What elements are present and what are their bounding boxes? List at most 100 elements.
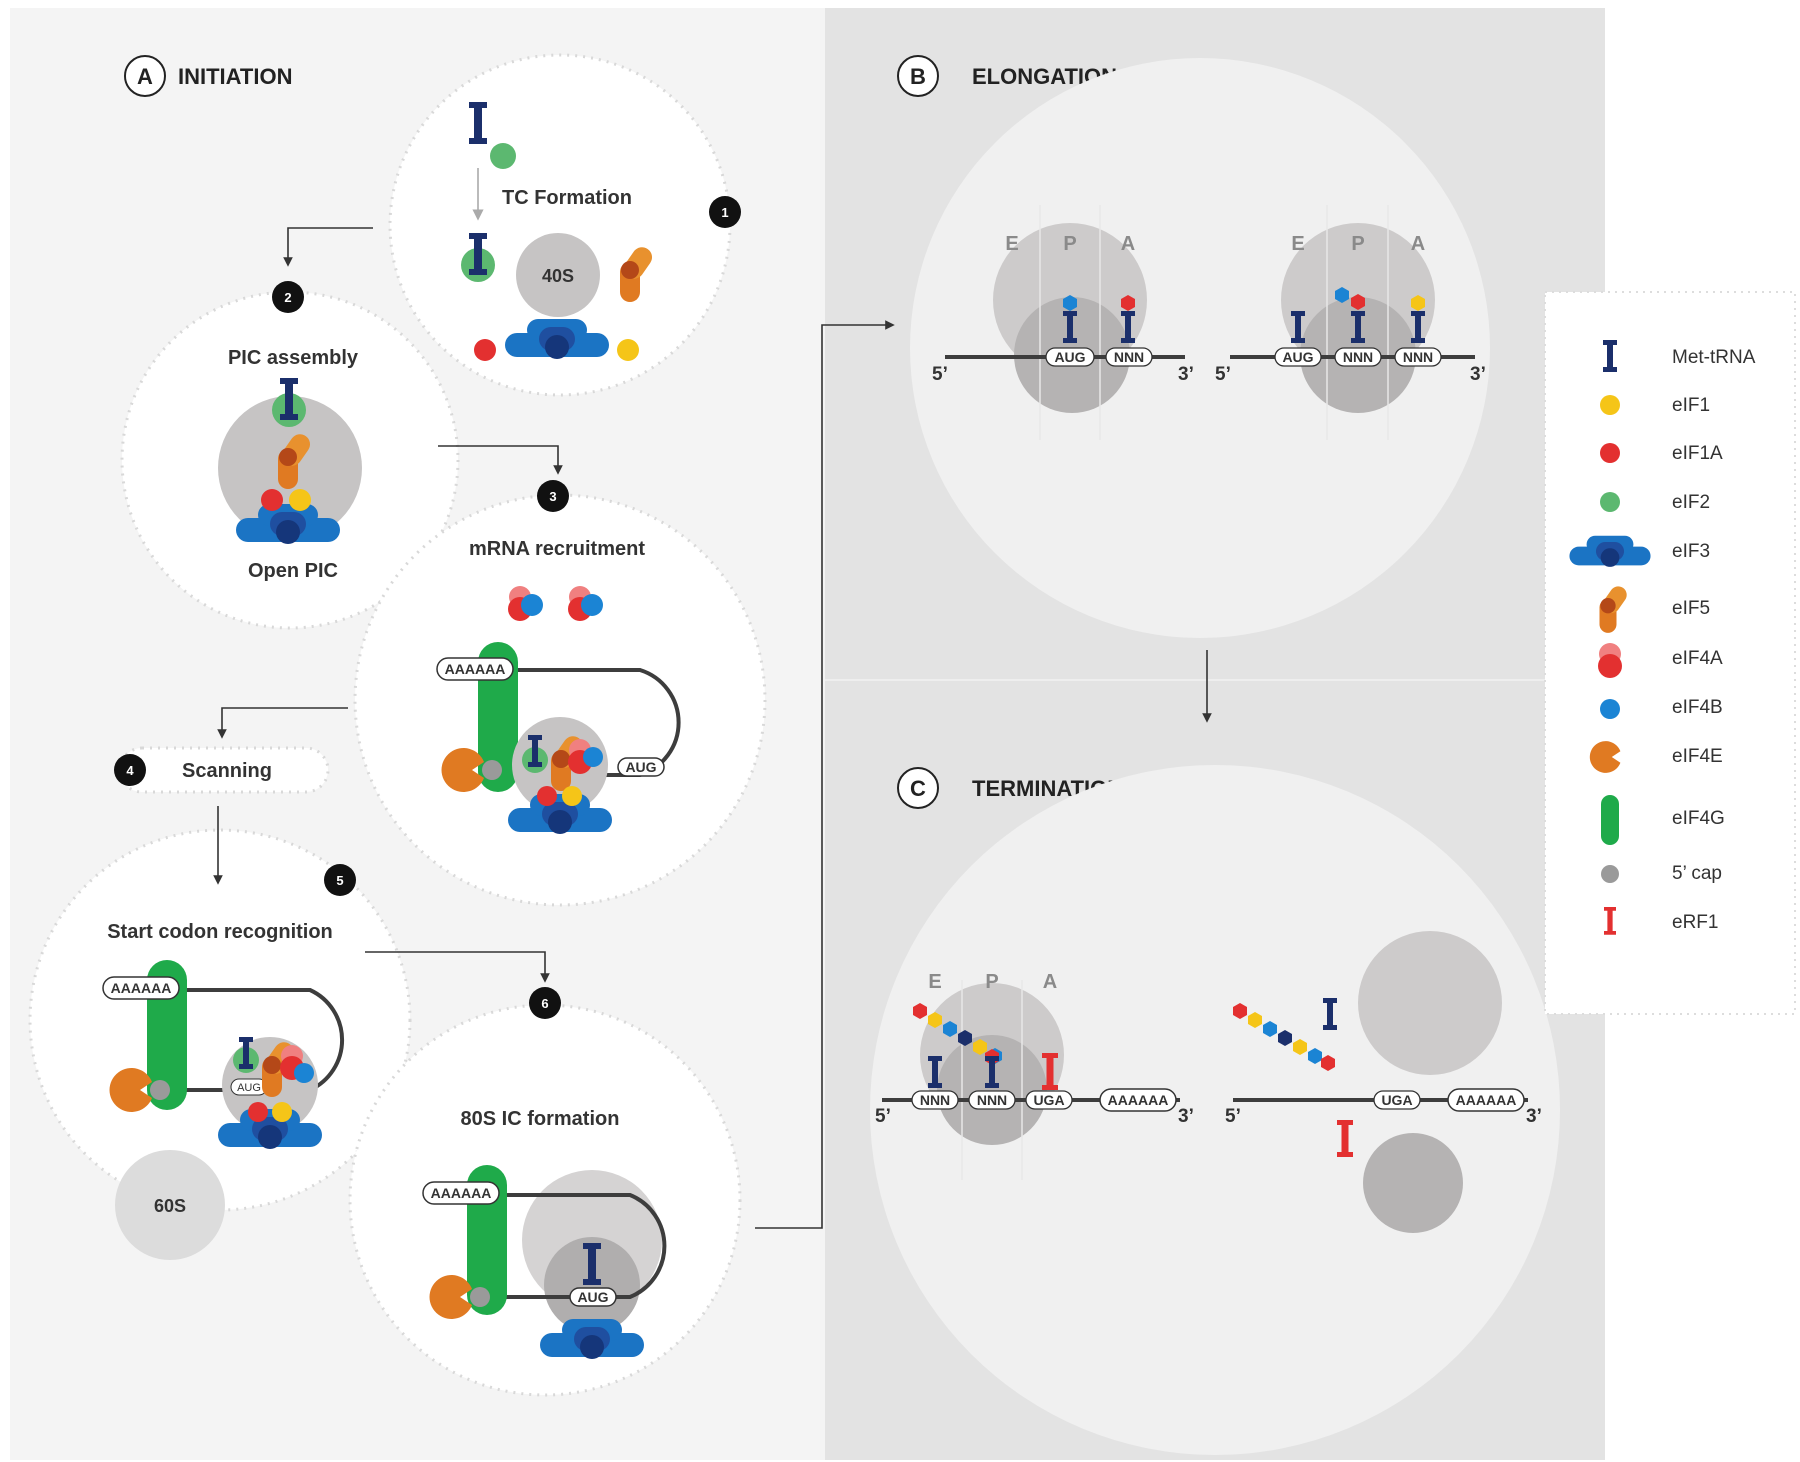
termination-ribosome-1: E P A NNN NNN UGA AAAAAA 5’ 3’ bbox=[875, 971, 1194, 1180]
svg-text:E: E bbox=[1005, 233, 1018, 255]
eif1-icon bbox=[617, 339, 639, 361]
svg-text:5’: 5’ bbox=[875, 1106, 891, 1127]
eif2-icon bbox=[490, 143, 516, 169]
svg-text:eIF4A: eIF4A bbox=[1672, 648, 1723, 669]
polypeptide-chain bbox=[913, 1003, 1002, 1065]
svg-text:UGA: UGA bbox=[1033, 1092, 1064, 1108]
legend-item-eif3: eIF3 bbox=[1569, 535, 1710, 567]
svg-text:eIF1: eIF1 bbox=[1672, 395, 1710, 416]
eif1a-icon bbox=[1600, 443, 1620, 463]
svg-text:NNN: NNN bbox=[977, 1092, 1007, 1108]
flow-arrows bbox=[213, 227, 1212, 1229]
svg-text:AUG: AUG bbox=[625, 759, 656, 775]
svg-text:E: E bbox=[928, 971, 941, 993]
step5-start-codon-recognition: AAAAAA AUG 60S bbox=[102, 960, 345, 1260]
aug-codon bbox=[617, 757, 665, 777]
svg-text:AUG: AUG bbox=[577, 1289, 608, 1305]
step1-label: TC Formation bbox=[502, 187, 632, 209]
svg-text:eIF4G: eIF4G bbox=[1672, 808, 1725, 829]
svg-text:eIF4E: eIF4E bbox=[1672, 746, 1723, 767]
svg-text:eRF1: eRF1 bbox=[1672, 912, 1718, 933]
svg-text:AAAAAA: AAAAAA bbox=[1108, 1092, 1169, 1108]
polya-tail bbox=[422, 1181, 500, 1205]
svg-text:A: A bbox=[137, 64, 153, 89]
svg-text:AUG: AUG bbox=[1282, 349, 1313, 365]
termination-circle bbox=[870, 765, 1560, 1455]
step2-sublabel: Open PIC bbox=[248, 560, 338, 582]
polya-tail bbox=[102, 976, 180, 1000]
svg-text:5’: 5’ bbox=[932, 364, 948, 385]
step5-label: Start codon recognition bbox=[107, 921, 333, 943]
eif4b-icon bbox=[1600, 699, 1620, 719]
legend-item-eif4a: eIF4A bbox=[1598, 643, 1723, 678]
svg-text:eIF1A: eIF1A bbox=[1672, 443, 1723, 464]
svg-text:eIF4B: eIF4B bbox=[1672, 697, 1723, 718]
legend-item-eif4g: eIF4G bbox=[1601, 795, 1725, 845]
step3-circle bbox=[353, 493, 767, 907]
60s-label: 60S bbox=[154, 1196, 186, 1216]
legend-item-cap: 5’ cap bbox=[1601, 863, 1722, 884]
svg-text:Met-tRNA: Met-tRNA bbox=[1672, 347, 1756, 368]
eif4b-icon bbox=[294, 1063, 314, 1083]
elongation-circle bbox=[910, 58, 1490, 638]
small-subunit-40s bbox=[1363, 1133, 1463, 1233]
svg-text:P: P bbox=[985, 971, 998, 993]
elongation-ribosome-1: E P A AUG NNN 5’ 3’ bbox=[932, 205, 1194, 440]
svg-text:eIF3: eIF3 bbox=[1672, 541, 1710, 562]
svg-text:P: P bbox=[1351, 233, 1364, 255]
eif1-icon bbox=[562, 786, 582, 806]
svg-text:A: A bbox=[1121, 233, 1135, 255]
mrna-strand bbox=[460, 1193, 667, 1299]
svg-text:INITIATION: INITIATION bbox=[178, 64, 292, 89]
eif4b-icon bbox=[583, 747, 603, 767]
40s-label: 40S bbox=[542, 266, 574, 286]
svg-text:NNN: NNN bbox=[1403, 349, 1433, 365]
eif1-icon bbox=[272, 1102, 292, 1122]
svg-text:3’: 3’ bbox=[1470, 364, 1486, 385]
step-badges: 1 2 3 4 5 6 bbox=[114, 196, 741, 1019]
step6-80s-ic-formation: AAAAAA AUG bbox=[422, 1165, 667, 1359]
svg-text:NNN: NNN bbox=[920, 1092, 950, 1108]
step4-label: Scanning bbox=[182, 760, 272, 782]
step3-label: mRNA recruitment bbox=[469, 538, 645, 560]
svg-text:5’ cap: 5’ cap bbox=[1672, 863, 1722, 884]
svg-text:AAAAAA: AAAAAA bbox=[111, 980, 172, 996]
cap-icon bbox=[1601, 865, 1619, 883]
svg-text:AUG: AUG bbox=[1054, 349, 1085, 365]
step2-label: PIC assembly bbox=[228, 347, 359, 369]
svg-text:E: E bbox=[1291, 233, 1304, 255]
elongation-ribosome-2: E P A AUG NNN NNN 5’ 3’ bbox=[1215, 205, 1486, 440]
legend-item-eif1: eIF1 bbox=[1600, 395, 1710, 416]
svg-text:A: A bbox=[1043, 971, 1057, 993]
svg-text:AAAAAA: AAAAAA bbox=[445, 661, 506, 677]
legend-item-eif5: eIF5 bbox=[1599, 583, 1710, 633]
eif1a-icon bbox=[537, 786, 557, 806]
svg-text:3’: 3’ bbox=[1178, 364, 1194, 385]
svg-text:C: C bbox=[910, 776, 926, 801]
svg-text:AAAAAA: AAAAAA bbox=[1456, 1092, 1517, 1108]
svg-text:AUG: AUG bbox=[237, 1082, 261, 1094]
step6-label: 80S IC formation bbox=[461, 1108, 620, 1130]
svg-text:5: 5 bbox=[336, 873, 343, 888]
eif4a-icon bbox=[1598, 643, 1622, 678]
svg-text:6: 6 bbox=[541, 996, 548, 1011]
small-subunit-40s bbox=[516, 233, 600, 317]
eif1-icon bbox=[289, 489, 311, 511]
initiation-header: A INITIATION bbox=[124, 55, 292, 97]
legend-item-eif1a: eIF1A bbox=[1600, 443, 1723, 464]
svg-text:2: 2 bbox=[284, 290, 291, 305]
mrna-strand bbox=[170, 988, 345, 1092]
step5-circle bbox=[28, 828, 412, 1212]
cap-icon bbox=[482, 760, 502, 780]
step3-mrna-recruitment: AAAAAA AUG bbox=[436, 586, 681, 834]
svg-text:UGA: UGA bbox=[1381, 1092, 1412, 1108]
large-subunit-60s bbox=[1358, 931, 1502, 1075]
eif4b-icon bbox=[581, 594, 603, 616]
cap-icon bbox=[470, 1287, 490, 1307]
legend-item-eif4b: eIF4B bbox=[1600, 697, 1723, 719]
polya-tail bbox=[436, 657, 514, 681]
eif1a-icon bbox=[248, 1102, 268, 1122]
eif1a-icon bbox=[261, 489, 283, 511]
svg-text:NNN: NNN bbox=[1114, 349, 1144, 365]
